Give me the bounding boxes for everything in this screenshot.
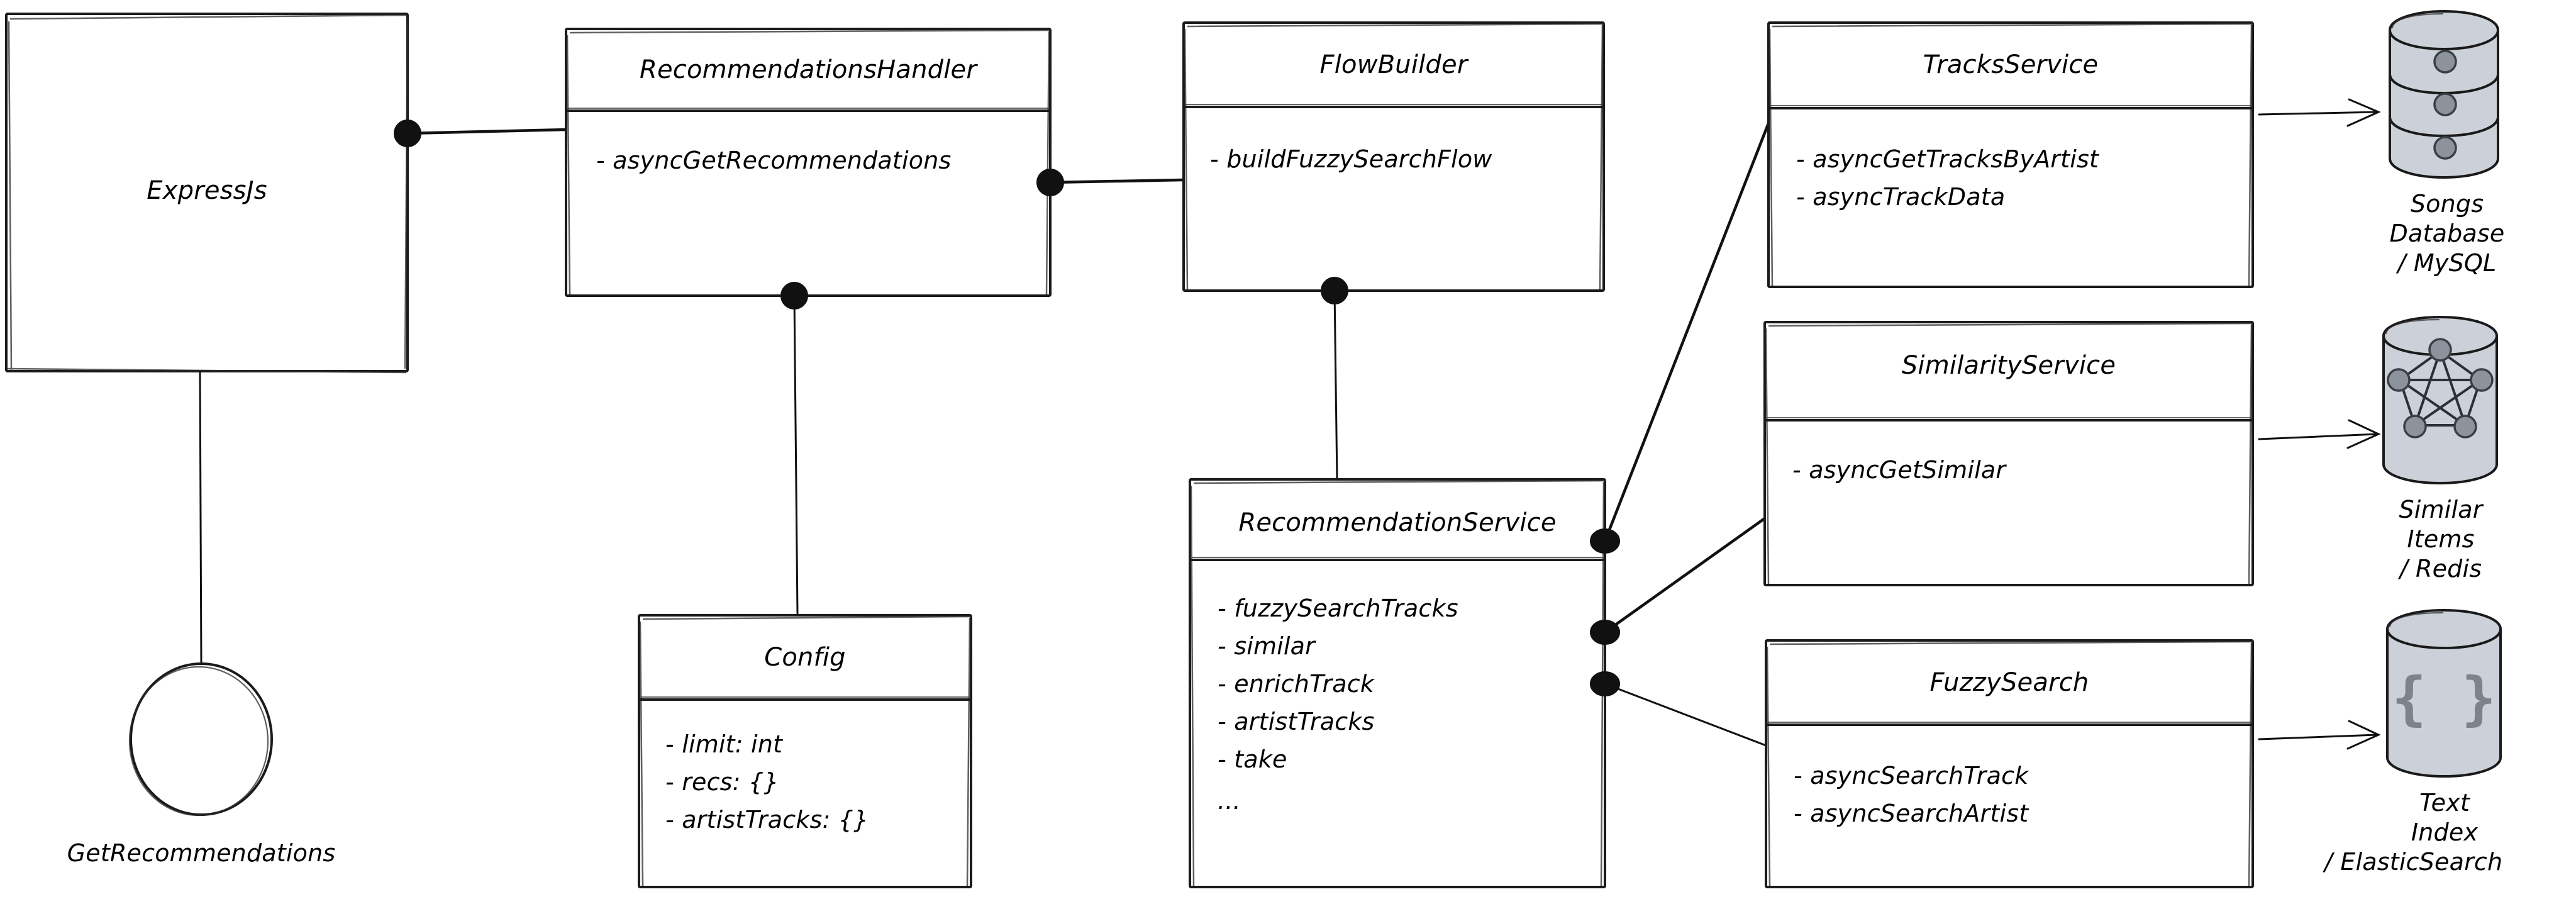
recommendations-handler-member: - asyncGetRecommendations xyxy=(596,147,952,174)
arrow-tracksservice-to-songsdb xyxy=(2258,111,2379,116)
similar-items-caption-line1: Similar xyxy=(2399,496,2483,523)
similarity-service-member-getsimilar: - asyncGetSimilar xyxy=(1792,456,2006,484)
node-recommendations-handler[interactable] xyxy=(565,28,1052,297)
text-index-caption-line2: Index xyxy=(2411,818,2479,846)
fuzzy-search-member-searchtrack: - asyncSearchTrack xyxy=(1794,762,2029,790)
config-member-limit: - limit: int xyxy=(665,730,783,758)
datastore-text-index-icon[interactable]: { } xyxy=(2386,609,2502,778)
connector-handler-to-flowbuilder xyxy=(1048,178,1184,184)
connector-express-to-handler xyxy=(406,128,568,135)
fuzzy-search-title: FuzzySearch xyxy=(1929,668,2089,697)
node-getrecommendations-endpoint[interactable] xyxy=(128,662,273,817)
datastore-songs-database-icon[interactable] xyxy=(2389,10,2499,179)
disk-dot-icon xyxy=(2433,50,2457,74)
similar-items-caption-line2: Items xyxy=(2407,525,2475,553)
graph-node-icon xyxy=(2387,368,2411,392)
arrow-similarityservice-to-redis xyxy=(2258,433,2379,440)
node-similarity-service[interactable] xyxy=(1763,321,2255,586)
songs-database-caption-line3: / MySQL xyxy=(2397,249,2497,277)
songs-database-caption-line1: Songs xyxy=(2410,190,2484,218)
recommendation-service-member-artisttracks: - artistTracks xyxy=(1218,708,1375,735)
joint-flowbuilder-bottom xyxy=(1321,277,1348,304)
node-config[interactable] xyxy=(638,614,973,888)
expressjs-title: ExpressJs xyxy=(147,176,267,205)
connector-recservice-to-fuzzysearch xyxy=(1604,683,1767,747)
tracks-service-member-getbyartist: - asyncGetTracksByArtist xyxy=(1796,145,2099,173)
similar-items-caption-line3: / Redis xyxy=(2399,555,2482,583)
graph-node-icon xyxy=(2428,338,2452,362)
joint-layer xyxy=(394,120,1620,696)
tracks-service-title: TracksService xyxy=(1923,50,2099,79)
recommendation-service-member-take: - take xyxy=(1218,745,1287,773)
joint-recservice-right-mid xyxy=(1590,620,1620,645)
joint-express-right xyxy=(394,120,421,147)
getrecommendations-label: GetRecommendations xyxy=(67,839,336,867)
config-member-artisttracks: - artistTracks: {} xyxy=(665,806,869,834)
flowbuilder-title: FlowBuilder xyxy=(1319,50,1468,79)
datastore-similar-items-icon[interactable] xyxy=(2382,316,2498,484)
recommendation-service-member-ellipsis: ... xyxy=(1218,787,1241,815)
disk-dot-icon xyxy=(2433,92,2457,116)
graph-node-icon xyxy=(2453,415,2477,438)
joint-recservice-right-top xyxy=(1590,528,1620,554)
songs-database-caption-line2: Database xyxy=(2389,220,2505,247)
connector-handler-to-config xyxy=(793,294,799,615)
recommendation-service-member-enrichtrack: - enrichTrack xyxy=(1218,670,1375,698)
arrow-fuzzysearch-to-elasticsearch xyxy=(2258,734,2379,740)
node-fuzzy-search[interactable] xyxy=(1765,639,2255,888)
similarity-service-title: SimilarityService xyxy=(1901,351,2116,380)
graph-node-icon xyxy=(2470,368,2494,392)
disk-dot-icon xyxy=(2433,136,2457,160)
node-flowbuilder[interactable] xyxy=(1182,21,1606,292)
joint-recservice-right-bottom xyxy=(1590,671,1620,696)
config-title: Config xyxy=(764,643,846,672)
recommendations-handler-title: RecommendationsHandler xyxy=(639,55,977,84)
datastore-arrow-layer xyxy=(2258,98,2381,750)
connector-recservice-to-tracksservice xyxy=(1603,121,1770,543)
connector-express-to-endpoint xyxy=(199,370,203,667)
joint-handler-right xyxy=(1036,169,1064,196)
joint-handler-bottom xyxy=(780,282,808,310)
text-index-caption-line1: Text xyxy=(2419,789,2470,817)
fuzzy-search-member-searchartist: - asyncSearchArtist xyxy=(1794,800,2029,827)
flowbuilder-member: - buildFuzzySearchFlow xyxy=(1210,145,1492,173)
node-expressjs[interactable] xyxy=(5,13,409,374)
text-index-caption-line3: / ElasticSearch xyxy=(2324,848,2503,876)
connector-flowbuilder-to-recservice xyxy=(1333,289,1338,481)
recommendation-service-title: RecommendationService xyxy=(1238,508,1557,537)
tracks-service-member-trackdata: - asyncTrackData xyxy=(1796,183,2006,211)
connector-recservice-to-similarityservice xyxy=(1603,517,1767,634)
graph-edges-icon xyxy=(2399,350,2482,427)
config-member-recs: - recs: {} xyxy=(665,768,779,796)
connector-layer xyxy=(199,121,1770,747)
graph-node-icon xyxy=(2403,415,2427,438)
node-tracks-service[interactable] xyxy=(1767,21,2255,288)
recommendation-service-member-fuzzysearchtracks: - fuzzySearchTracks xyxy=(1218,595,1458,622)
json-braces-glyph: { } xyxy=(2392,665,2496,732)
recommendation-service-member-similar: - similar xyxy=(1218,632,1315,660)
